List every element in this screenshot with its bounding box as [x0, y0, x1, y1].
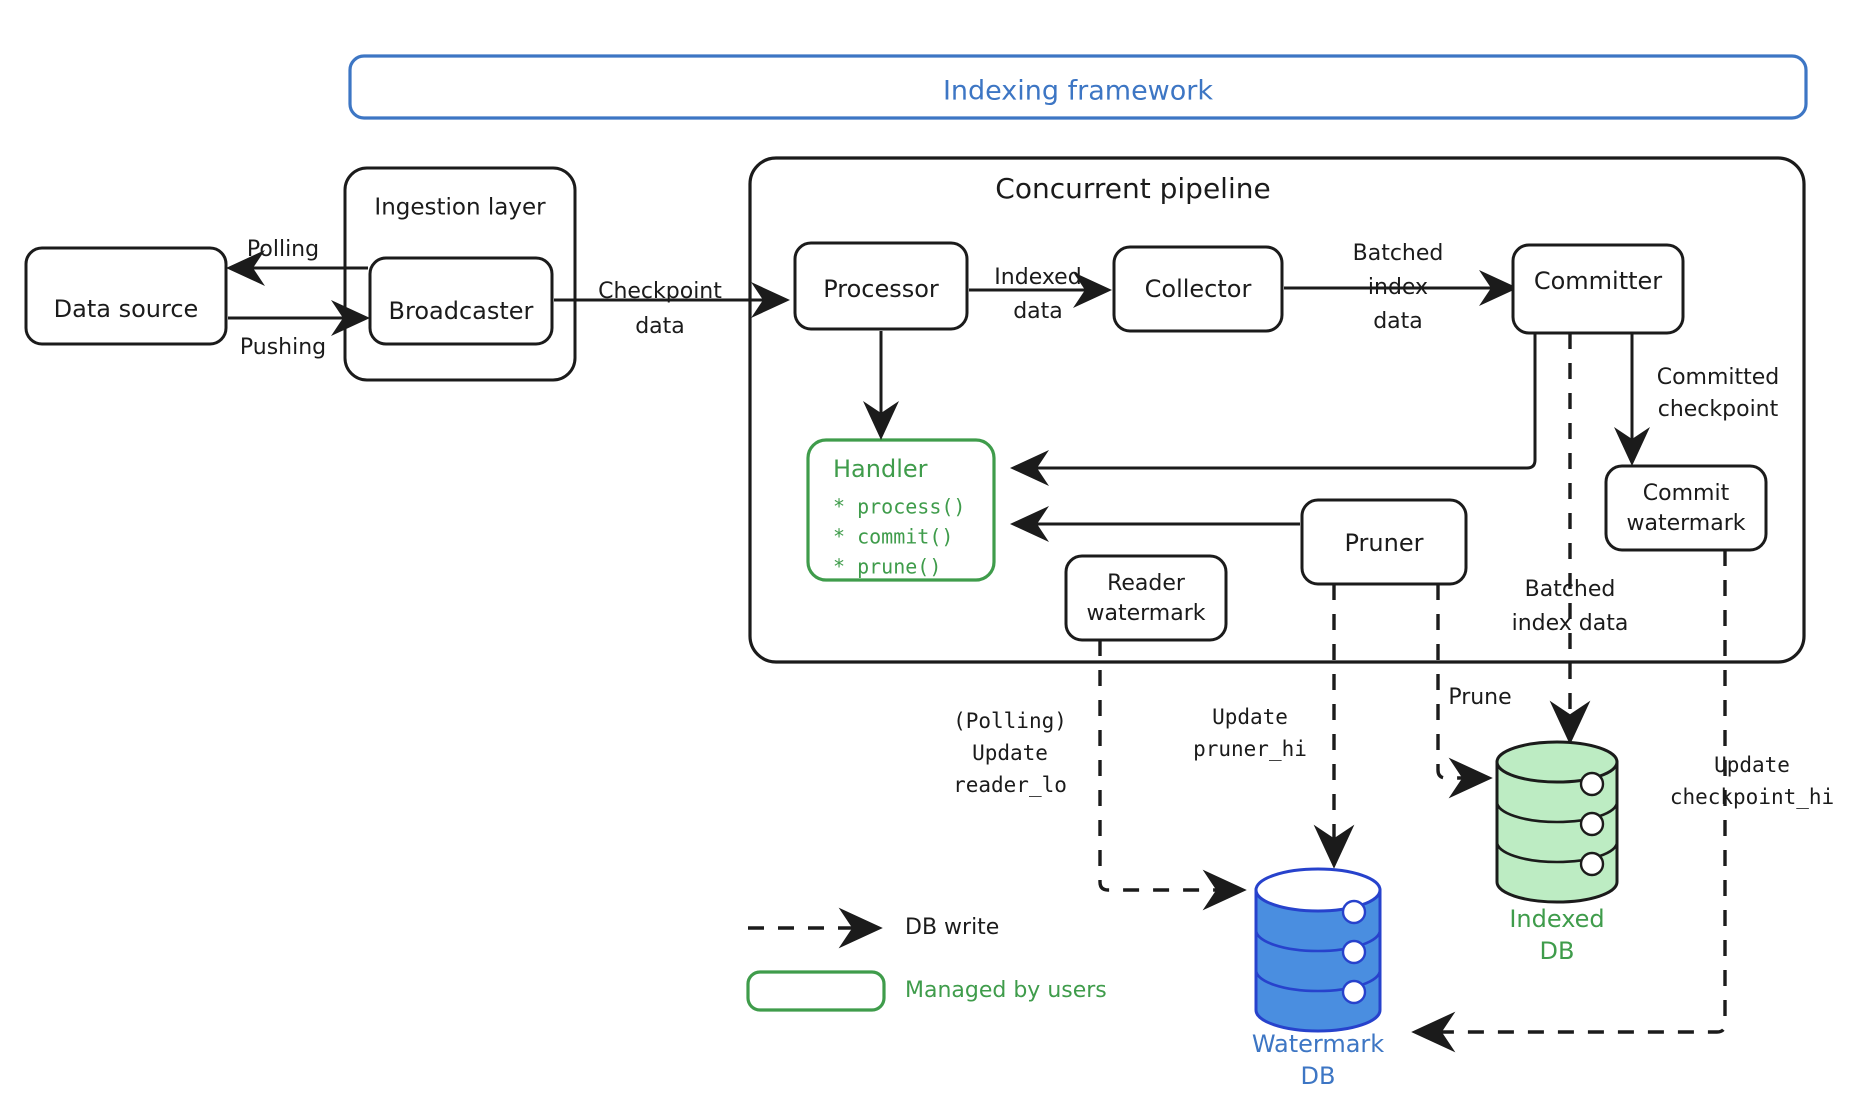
watermark-db-dot-1: [1341, 899, 1367, 925]
edge-label-batched1-line2: index: [1368, 275, 1428, 300]
group-ingestion-layer: Ingestion layer: [343, 166, 577, 382]
edge-label-reader-lo-line3: reader_lo: [953, 773, 1067, 797]
edge-batched-index-data-2: Batched index data: [1512, 333, 1629, 745]
edge-label-polling: Polling: [247, 237, 319, 262]
collector-label: Collector: [1145, 275, 1252, 303]
edge-pushing: Pushing: [228, 300, 370, 360]
indexed-db-dot-1: [1579, 771, 1605, 797]
concurrent-pipeline-label: Concurrent pipeline: [995, 172, 1270, 205]
edge-label-checkpoint-hi-line2: checkpoint_hi: [1670, 785, 1834, 809]
legend: DB write Managed by users: [746, 907, 1107, 1012]
node-broadcaster[interactable]: Broadcaster: [368, 256, 554, 346]
framework-title: Indexing framework: [943, 76, 1213, 107]
reader-watermark-line2: watermark: [1087, 601, 1206, 626]
edge-batched-index-data: Batched index data: [1284, 241, 1518, 334]
indexed-db-dot-3: [1579, 851, 1605, 877]
group-indexing-framework: Indexing framework: [348, 54, 1808, 120]
edge-label-batched2-line2: index data: [1512, 611, 1629, 636]
framework-box: [348, 54, 1808, 120]
legend-managed-by-users-label: Managed by users: [905, 978, 1107, 1003]
edge-checkpoint-data: Checkpoint data: [554, 279, 790, 339]
edge-label-reader-lo-line2: Update: [972, 741, 1048, 765]
edge-label-committed-line2: checkpoint: [1658, 397, 1779, 422]
commit-watermark-line2: watermark: [1627, 511, 1746, 536]
broadcaster-label: Broadcaster: [389, 297, 534, 325]
node-watermark-db[interactable]: Watermark DB: [1252, 867, 1384, 1090]
edge-label-pruner-hi-line1: Update: [1212, 705, 1288, 729]
edge-label-indexed-line2: data: [1013, 299, 1063, 324]
watermark-db-divider-2: [1254, 969, 1382, 993]
edge-label-reader-lo-line1: (Polling): [953, 709, 1067, 733]
commit-watermark-box[interactable]: [1604, 464, 1768, 552]
edge-polling: Polling: [226, 237, 368, 286]
edge-label-checkpoint-line2: data: [635, 314, 685, 339]
node-indexed-db[interactable]: Indexed DB: [1495, 740, 1619, 965]
edge-update-pruner-hi: Update pruner_hi: [1193, 584, 1355, 869]
indexed-db-top: [1495, 740, 1619, 784]
collector-box[interactable]: [1112, 245, 1284, 333]
reader-watermark-box[interactable]: [1064, 554, 1228, 642]
edge-label-batched2-line1: Batched: [1525, 577, 1616, 602]
edge-update-reader-lo: (Polling) Update reader_lo: [953, 640, 1247, 911]
edge-label-committed-line1: Committed: [1657, 365, 1780, 390]
indexed-db-label-line1: Indexed: [1509, 905, 1604, 933]
handler-method-commit: * commit(): [833, 525, 953, 549]
reader-watermark-line1: Reader: [1107, 571, 1186, 596]
edge-committer-to-handler: [1010, 333, 1537, 486]
watermark-db-dot-2: [1341, 939, 1367, 965]
edge-label-indexed-line1: Indexed: [994, 265, 1081, 290]
ingestion-layer-box: [343, 166, 577, 382]
edge-update-checkpoint-hi: Update checkpoint_hi: [1411, 550, 1834, 1053]
node-commit-watermark[interactable]: Commit watermark: [1604, 464, 1768, 552]
indexed-db-divider-2: [1495, 841, 1619, 864]
node-data-source[interactable]: Data source: [24, 246, 228, 346]
processor-box[interactable]: [793, 241, 969, 331]
node-handler[interactable]: Handler * process() * commit() * prune(): [806, 438, 996, 582]
data-source-box[interactable]: [24, 246, 228, 346]
pruner-box[interactable]: [1300, 498, 1468, 586]
indexed-db-dot-2: [1579, 811, 1605, 837]
handler-method-process: * process(): [833, 495, 965, 519]
legend-green-box-icon: [746, 970, 886, 1012]
pruner-label: Pruner: [1345, 529, 1424, 557]
edge-label-batched1-line3: data: [1373, 309, 1423, 334]
node-processor[interactable]: Processor: [793, 241, 969, 331]
data-source-label: Data source: [54, 295, 199, 323]
edge-indexed-data: Indexed data: [969, 265, 1112, 324]
node-pruner[interactable]: Pruner: [1300, 498, 1468, 586]
ingestion-layer-label: Ingestion layer: [374, 195, 546, 221]
edge-prune: Prune: [1436, 584, 1512, 799]
handler-title: Handler: [833, 455, 928, 483]
watermark-db-dot-3: [1341, 979, 1367, 1005]
handler-box[interactable]: [806, 438, 996, 582]
broadcaster-box[interactable]: [368, 256, 554, 346]
edge-label-pushing: Pushing: [240, 335, 326, 360]
watermark-db-divider-1: [1254, 929, 1382, 953]
edge-label-prune: Prune: [1448, 685, 1511, 710]
watermark-db-top: [1254, 867, 1382, 913]
committer-box[interactable]: [1511, 243, 1685, 335]
edge-label-checkpoint-hi-line1: Update: [1714, 753, 1790, 777]
legend-db-write-label: DB write: [905, 915, 999, 940]
committer-label: Committer: [1534, 267, 1662, 295]
processor-label: Processor: [823, 275, 939, 303]
concurrent-pipeline-box: [748, 156, 1806, 664]
node-committer[interactable]: Committer: [1511, 243, 1685, 335]
edge-label-checkpoint-line1: Checkpoint: [598, 279, 722, 304]
commit-watermark-line1: Commit: [1643, 481, 1730, 506]
indexed-db-divider-1: [1495, 801, 1619, 824]
node-collector[interactable]: Collector: [1112, 245, 1284, 333]
edge-committed-checkpoint: Committed checkpoint: [1614, 333, 1780, 466]
watermark-db-label-line2: DB: [1301, 1062, 1336, 1090]
handler-method-prune: * prune(): [833, 555, 941, 579]
node-reader-watermark[interactable]: Reader watermark: [1064, 554, 1228, 642]
edge-label-batched1-line1: Batched: [1353, 241, 1444, 266]
group-concurrent-pipeline: Concurrent pipeline: [748, 156, 1806, 664]
indexed-db-label-line2: DB: [1540, 937, 1575, 965]
edge-label-pruner-hi-line2: pruner_hi: [1193, 737, 1307, 761]
watermark-db-label-line1: Watermark: [1252, 1030, 1384, 1058]
